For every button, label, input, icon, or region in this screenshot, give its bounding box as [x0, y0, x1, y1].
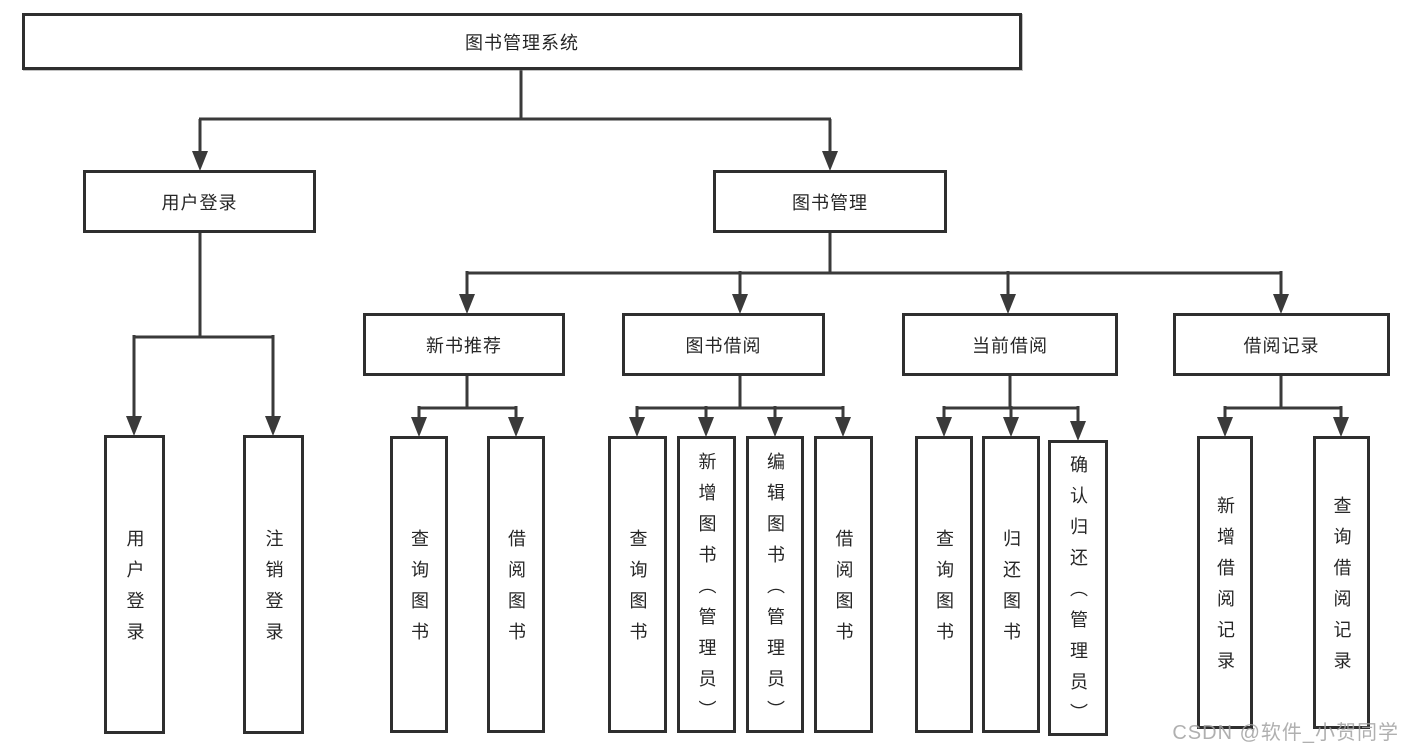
- leaf-borrow-books-recommend-label: 借阅图书: [506, 529, 526, 653]
- leaf-return-book-label: 归还图书: [1001, 529, 1021, 653]
- node-new-book-recommend: 新书推荐: [363, 313, 565, 376]
- arrowheads: [126, 151, 1349, 441]
- leaf-query-books-borrowing-label: 查询图书: [627, 529, 648, 653]
- node-user-login-label: 用户登录: [161, 192, 238, 213]
- leaf-logout: 注销登录: [243, 435, 304, 734]
- leaf-add-book-admin-label: 新增图书（管理员）: [696, 451, 717, 731]
- leaf-borrow-books-borrowing-label: 借阅图书: [833, 529, 854, 653]
- leaf-edit-book-admin-label: 编辑图书（管理员）: [765, 451, 785, 731]
- node-new-book-recommend-label: 新书推荐: [426, 335, 502, 356]
- node-user-login: 用户登录: [83, 170, 316, 233]
- leaf-user-login: 用户登录: [104, 435, 165, 734]
- leaf-query-books-borrowing: 查询图书: [608, 436, 667, 733]
- leaf-add-borrow-record-label: 新增借阅记录: [1215, 496, 1235, 682]
- leaf-borrow-books-recommend: 借阅图书: [487, 436, 545, 733]
- leaf-add-borrow-record: 新增借阅记录: [1197, 436, 1253, 729]
- leaf-logout-label: 注销登录: [263, 529, 284, 653]
- leaf-query-books-recommend-label: 查询图书: [409, 529, 429, 653]
- node-book-borrowing-label: 图书借阅: [685, 335, 762, 356]
- leaf-edit-book-admin: 编辑图书（管理员）: [746, 436, 804, 733]
- node-root-label: 图书管理系统: [465, 32, 579, 53]
- node-current-borrowing: 当前借阅: [902, 313, 1118, 376]
- leaf-add-book-admin: 新增图书（管理员）: [677, 436, 736, 733]
- leaf-query-books-current: 查询图书: [915, 436, 973, 733]
- leaf-query-books-current-label: 查询图书: [934, 529, 954, 653]
- node-book-management-label: 图书管理: [792, 192, 868, 213]
- node-borrow-records-label: 借阅记录: [1243, 335, 1320, 356]
- leaf-query-borrow-record-label: 查询借阅记录: [1331, 496, 1352, 682]
- leaf-query-borrow-record: 查询借阅记录: [1313, 436, 1370, 729]
- node-current-borrowing-label: 当前借阅: [972, 335, 1048, 356]
- leaf-return-book: 归还图书: [982, 436, 1040, 733]
- leaf-query-books-recommend: 查询图书: [390, 436, 448, 733]
- leaf-confirm-return-admin: 确认归还（管理员）: [1048, 440, 1108, 736]
- leaf-borrow-books-borrowing: 借阅图书: [814, 436, 873, 733]
- leaf-confirm-return-admin-label: 确认归还（管理员）: [1068, 455, 1088, 734]
- leaf-user-login-label: 用户登录: [124, 529, 145, 653]
- node-borrow-records: 借阅记录: [1173, 313, 1390, 376]
- node-book-management: 图书管理: [713, 170, 947, 233]
- node-root: 图书管理系统: [22, 13, 1022, 70]
- node-book-borrowing: 图书借阅: [622, 313, 825, 376]
